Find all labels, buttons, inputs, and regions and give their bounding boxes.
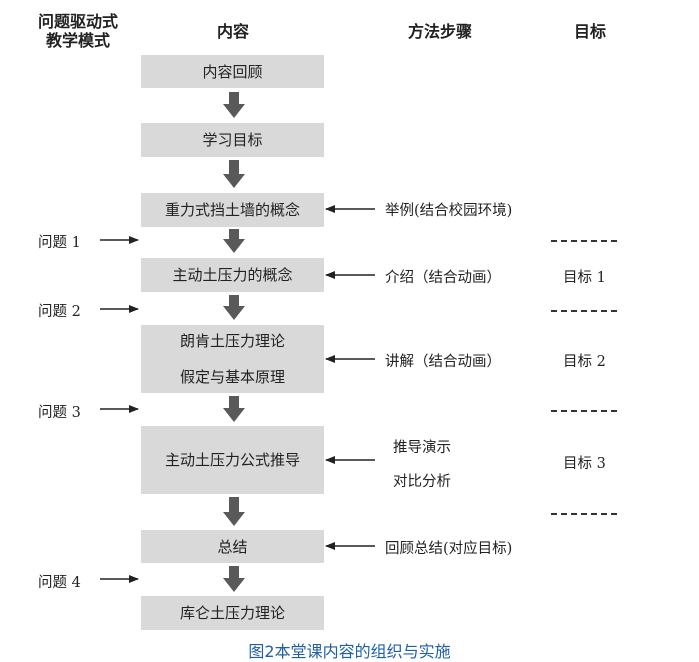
box-content-review: 内容回顾 — [141, 55, 324, 88]
box-learning-objectives-label: 学习目标 — [202, 131, 263, 149]
box-active-pressure-concept: 主动土压力的概念 — [141, 258, 324, 292]
box-rankine-theory-line1: 朗肯土压力理论 — [179, 332, 285, 350]
goal-divider-3 — [551, 410, 617, 412]
method-example: 举例(结合校园环境) — [385, 203, 513, 219]
box-learning-objectives: 学习目标 — [141, 123, 324, 157]
box-gravity-wall-concept: 重力式挡土墙的概念 — [141, 193, 324, 227]
box-summary-label: 总结 — [217, 537, 248, 556]
flow-arrow-5 — [223, 396, 245, 422]
question-2: 问题 2 — [38, 304, 81, 320]
method-review-summary: 回顾总结(对应目标) — [385, 541, 513, 557]
box-formula-derivation: 主动土压力公式推导 — [141, 426, 324, 494]
goal-divider-4 — [551, 513, 617, 515]
question-4: 问题 4 — [38, 575, 81, 591]
box-coulomb-theory-label: 库仑土压力理论 — [179, 604, 285, 622]
box-rankine-theory-line2: 假定与基本原理 — [179, 368, 285, 386]
question-1: 问题 1 — [38, 235, 81, 251]
header-teaching-mode: 问题驱动式 教学模式 — [28, 12, 128, 50]
method-introduce: 介绍（结合动画） — [385, 270, 501, 286]
method-derive-demo: 推导演示 — [393, 440, 451, 456]
figure-caption: 图2本堂课内容的组织与实施 — [248, 642, 451, 661]
box-rankine-theory: 朗肯土压力理论 假定与基本原理 — [141, 325, 324, 393]
flow-arrow-7 — [223, 566, 245, 592]
flow-arrow-1 — [223, 92, 245, 118]
method-compare-analysis: 对比分析 — [393, 474, 451, 490]
goal-3: 目标 3 — [563, 456, 606, 472]
question-3: 问题 3 — [38, 405, 81, 421]
header-goal: 目标 — [573, 22, 606, 41]
header-teaching-mode-line1: 问题驱动式 — [37, 12, 118, 31]
box-formula-derivation-label: 主动土压力公式推导 — [164, 451, 300, 469]
flow-arrow-4 — [223, 295, 245, 320]
method-explain: 讲解（结合动画） — [385, 354, 501, 370]
flow-arrow-6 — [223, 497, 245, 526]
header-content: 内容 — [216, 22, 249, 41]
box-coulomb-theory: 库仑土压力理论 — [141, 596, 324, 630]
flow-arrow-3 — [223, 229, 245, 253]
goal-2: 目标 2 — [563, 354, 606, 370]
box-active-pressure-concept-label: 主动土压力的概念 — [172, 266, 293, 284]
box-gravity-wall-concept-label: 重力式挡土墙的概念 — [164, 201, 300, 219]
header-teaching-mode-line2: 教学模式 — [45, 31, 110, 50]
box-summary: 总结 — [141, 530, 324, 563]
goal-1: 目标 1 — [563, 270, 606, 286]
box-content-review-label: 内容回顾 — [202, 62, 263, 81]
header-method: 方法步骤 — [407, 22, 472, 41]
flow-arrow-2 — [223, 160, 245, 188]
goal-divider-1 — [551, 240, 617, 242]
goal-divider-2 — [551, 310, 617, 312]
